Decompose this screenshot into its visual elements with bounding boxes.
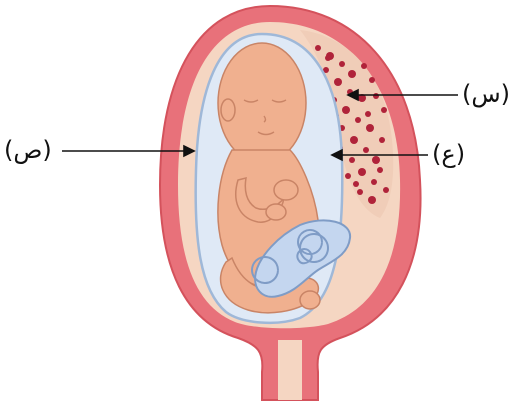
placenta-dot [363, 147, 369, 153]
placenta-dot [349, 157, 355, 163]
placenta-dot [345, 173, 351, 179]
placenta-dot [353, 181, 359, 187]
placenta-dot [334, 78, 342, 86]
label-sad: (ص) [4, 138, 52, 162]
placenta-dot [339, 61, 345, 67]
label-sin: (س) [462, 82, 510, 106]
fetus-hand-2 [266, 204, 286, 220]
placenta-dot [348, 70, 356, 78]
fetus-ear [221, 99, 235, 121]
label-ain: (ع) [432, 142, 465, 166]
placenta-dot [371, 179, 377, 185]
placenta-dot [383, 187, 389, 193]
placenta-dot [325, 55, 331, 61]
placenta-dot [377, 167, 383, 173]
placenta-dot [368, 196, 376, 204]
placenta-dot [366, 124, 374, 132]
cervix [278, 340, 302, 400]
placenta-dot [357, 189, 363, 195]
placenta-dot [365, 111, 371, 117]
placenta-dot [350, 136, 358, 144]
placenta-dot [372, 156, 380, 164]
placenta-dot [379, 137, 385, 143]
fetus-foot [300, 291, 320, 309]
placenta-dot [342, 106, 350, 114]
fetus-hand [274, 180, 298, 200]
placenta-dot [361, 63, 367, 69]
placenta-dot [381, 107, 387, 113]
placenta-dot [358, 168, 366, 176]
placenta-dot [369, 77, 375, 83]
placenta-dot [355, 117, 361, 123]
placenta-dot [315, 45, 321, 51]
placenta-dot [373, 93, 379, 99]
